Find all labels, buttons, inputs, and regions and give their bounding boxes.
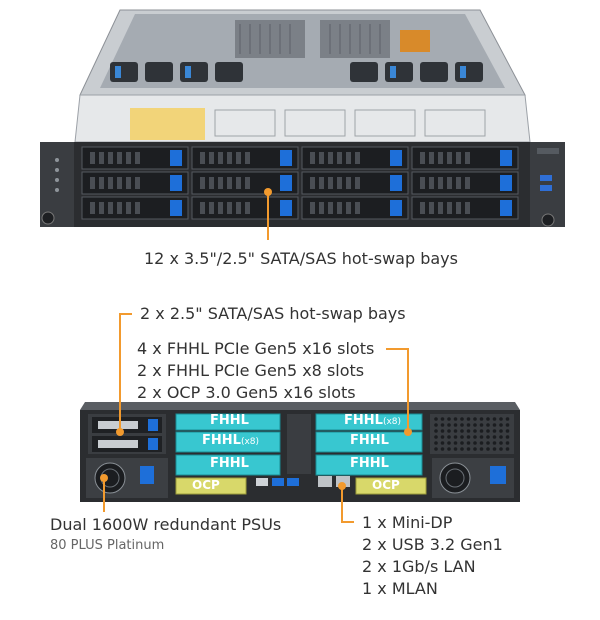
io-line-3: 2 x 1Gb/s LAN	[362, 557, 476, 576]
slot-label-left-1: FHHL	[210, 413, 249, 428]
drive-bay	[411, 146, 519, 170]
drive-bay	[191, 146, 299, 170]
drive-bay	[301, 196, 409, 220]
io-line-1: 1 x Mini-DP	[362, 513, 453, 532]
slot-label-right-2: FHHL	[350, 433, 389, 448]
drive-release-tab	[280, 175, 292, 191]
drive-bay	[81, 171, 189, 195]
rear-bays-callout: 2 x 2.5" SATA/SAS hot-swap bays	[140, 304, 406, 323]
io-line-4: 1 x MLAN	[362, 579, 438, 598]
drive-release-tab	[500, 200, 512, 216]
drive-bay	[191, 196, 299, 220]
psu-subtitle: 80 PLUS Platinum	[50, 538, 165, 553]
drive-release-tab	[500, 175, 512, 191]
pcie-line-2: 2 x FHHL PCIe Gen5 x8 slots	[137, 361, 365, 380]
drive-release-tab	[170, 175, 182, 191]
drive-bay	[191, 171, 299, 195]
drive-release-tab	[170, 150, 182, 166]
drive-bay	[411, 171, 519, 195]
slot-label-left-3: FHHL	[210, 456, 249, 471]
io-line-2: 2 x USB 3.2 Gen1	[362, 535, 503, 554]
pcie-callout: 4 x FHHL PCIe Gen5 x16 slots 2 x FHHL PC…	[137, 338, 374, 404]
front-bays-callout: 12 x 3.5"/2.5" SATA/SAS hot-swap bays	[144, 249, 458, 268]
drive-release-tab	[390, 150, 402, 166]
pcie-line-1: 4 x FHHL PCIe Gen5 x16 slots	[137, 339, 375, 358]
drive-release-tab	[280, 150, 292, 166]
slot-label-right-1: FHHL(x8)	[344, 413, 402, 428]
front-server-illustration	[40, 9, 565, 227]
slot-label-left-2: FHHL(x8)	[202, 433, 260, 448]
drive-bay	[301, 171, 409, 195]
drive-release-tab	[170, 200, 182, 216]
drive-bay	[81, 196, 189, 220]
drive-bay	[411, 196, 519, 220]
drive-bay	[301, 146, 409, 170]
slot-label-right-3: FHHL	[350, 456, 389, 471]
io-callout: 1 x Mini-DP 2 x USB 3.2 Gen1 2 x 1Gb/s L…	[362, 512, 503, 600]
psu-title: Dual 1600W redundant PSUs	[50, 515, 282, 534]
drive-release-tab	[500, 150, 512, 166]
drive-bay	[81, 146, 189, 170]
pcie-line-3: 2 x OCP 3.0 Gen5 x16 slots	[137, 383, 356, 402]
ocp-label-right: OCP	[372, 478, 400, 492]
drive-release-tab	[280, 200, 292, 216]
drive-release-tab	[390, 175, 402, 191]
ocp-label-left: OCP	[192, 478, 220, 492]
drive-release-tab	[390, 200, 402, 216]
